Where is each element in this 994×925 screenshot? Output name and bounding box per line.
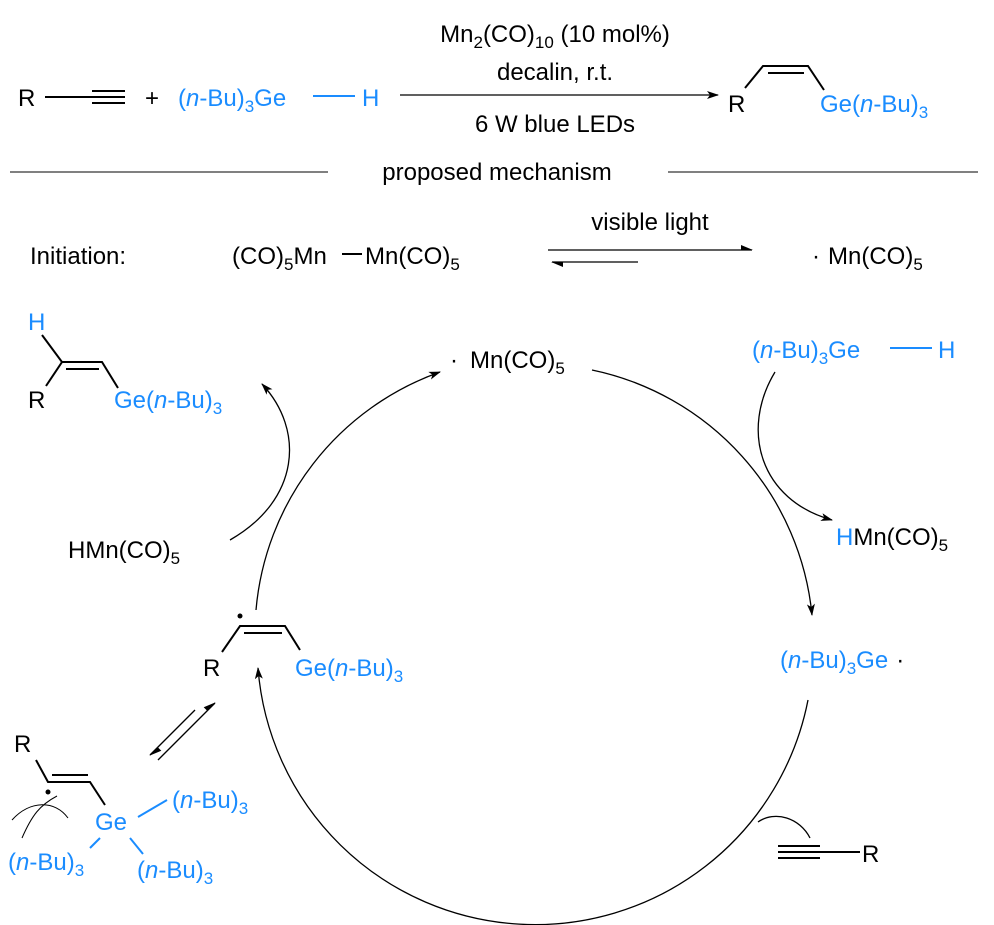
- steric-isomer: R Ge (n-Bu)3 (n-Bu)3 (n-Bu)3: [8, 731, 248, 888]
- cycle-germane-in: (n-Bu)3Ge: [752, 337, 860, 368]
- product-r: R: [728, 91, 745, 118]
- cycle-germane-h: H: [938, 337, 955, 364]
- cycle-mn-radical: ·Mn(CO)5: [450, 347, 565, 378]
- cycle-arc-right: [591, 369, 815, 616]
- isomer-bu-left: (n-Bu)3: [8, 849, 84, 880]
- isomer-bu-right: (n-Bu)3: [172, 787, 248, 818]
- cycle-product-ge: Ge(n-Bu)3: [114, 387, 222, 418]
- initiation-label: Initiation:: [30, 243, 126, 270]
- vinyl-radical: R Ge(n-Bu)3: [203, 613, 403, 686]
- product-structure: R Ge(n-Bu)3: [728, 65, 928, 122]
- cycle-arc-left: [255, 371, 441, 611]
- cycle-alkyne-r: R: [862, 841, 879, 868]
- mn-radical: ·Mn(CO)5: [812, 243, 923, 274]
- steric-clash-arc: [21, 795, 58, 839]
- vinyl-ge: Ge(n-Bu)3: [295, 655, 403, 686]
- plus-sign: +: [145, 85, 159, 112]
- isomer-ge: Ge: [95, 809, 127, 836]
- light-label: 6 W blue LEDs: [475, 111, 635, 138]
- germane-in-arrow: [757, 371, 833, 521]
- initiation: Initiation: (CO)5Mn Mn(CO)5 visible ligh…: [30, 209, 923, 274]
- alkyne-in-arc: [757, 815, 811, 839]
- mn-dimer-right: Mn(CO)5: [365, 243, 460, 274]
- cycle-hmn-out: HMn(CO)5: [836, 524, 948, 555]
- cycle-hmn-in: HMn(CO)5: [68, 537, 180, 568]
- product-ge: Ge(n-Bu)3: [820, 91, 928, 122]
- steric-clash-arc: [11, 804, 69, 821]
- catalytic-cycle: ·Mn(CO)5 (n-Bu)3Ge H HMn(CO)5 (n-Bu)3Ge·…: [8, 309, 955, 925]
- cycle-arc-bottom: [254, 667, 809, 925]
- alkyne-r-label: R: [18, 85, 35, 112]
- germane-reagent: (n-Bu)3Ge: [178, 85, 286, 116]
- equilibrium-arrow-up: [157, 702, 216, 761]
- catalyst-label: Mn2(CO)10 (10 mol%): [440, 21, 670, 52]
- cycle-alkyne: [778, 845, 860, 859]
- divider-label: proposed mechanism: [382, 159, 611, 186]
- cycle-product-r: R: [28, 387, 45, 414]
- vinyl-r: R: [203, 655, 220, 682]
- reaction-scheme: R + (n-Bu)3Ge H Mn2(CO)10 (10 mol%) deca…: [18, 21, 928, 138]
- solvent-label: decalin, r.t.: [497, 59, 613, 86]
- cycle-product: H R Ge(n-Bu)3: [28, 309, 222, 418]
- isomer-bu-bottom: (n-Bu)3: [137, 857, 213, 888]
- alkyne-triple-bond: [45, 90, 125, 104]
- product-out-arrow: [229, 383, 291, 541]
- equilibrium-arrow-down: [149, 709, 196, 756]
- cycle-ge-radical: (n-Bu)3Ge·: [780, 647, 904, 678]
- mn-dimer-left: (CO)5Mn: [232, 243, 327, 274]
- isomer-r: R: [14, 731, 31, 758]
- visible-light-label: visible light: [591, 209, 709, 236]
- germane-h: H: [362, 85, 379, 112]
- cycle-product-h: H: [28, 309, 45, 336]
